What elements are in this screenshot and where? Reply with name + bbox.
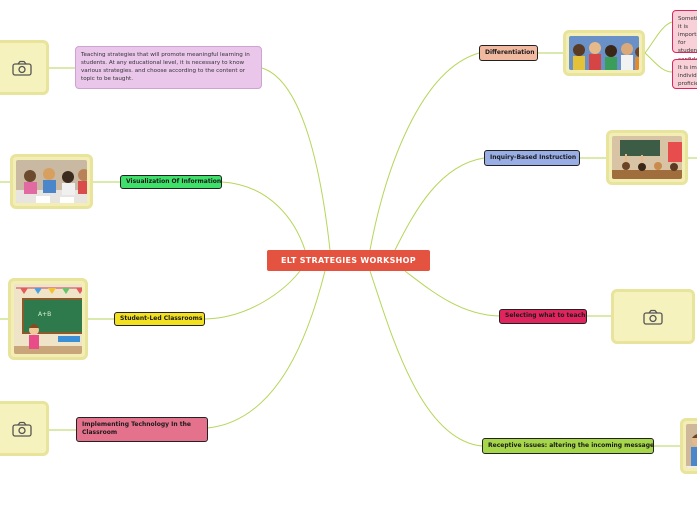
- students-studying-photo[interactable]: [10, 154, 93, 209]
- differentiation-note-1-text: Sometimes it is important for students c…: [678, 16, 697, 63]
- intro-note[interactable]: Teaching strategies that will promote me…: [75, 46, 262, 89]
- intro-note-text: Teaching strategies that will promote me…: [81, 52, 250, 83]
- child-picture: [686, 424, 697, 468]
- topic-differentiation[interactable]: Differentiation: [479, 45, 538, 61]
- raised-hands-photo[interactable]: [606, 130, 688, 185]
- topic-implementing-technology[interactable]: Implementing Technology In the Classroom: [76, 417, 208, 442]
- classroom-kids-picture: [569, 36, 639, 70]
- camera-icon: [643, 309, 663, 325]
- topic-receptive-issues[interactable]: Receptive issues: altering the incoming …: [482, 438, 654, 454]
- camera-icon: [11, 60, 32, 76]
- topic-selecting-what-to-teach[interactable]: Selecting what to teach: [499, 309, 587, 324]
- child-photo[interactable]: [680, 418, 697, 474]
- svg-text:A+B: A+B: [38, 311, 51, 318]
- students-studying-picture: [16, 160, 87, 203]
- image-placeholder[interactable]: [0, 401, 49, 456]
- raised-hands-picture: [612, 136, 682, 179]
- camera-icon: [11, 421, 32, 437]
- classroom-kids-photo[interactable]: [563, 30, 645, 76]
- topic-inquiry-based-instruction[interactable]: Inquiry-Based Instruction: [484, 150, 580, 166]
- image-placeholder[interactable]: [0, 40, 49, 95]
- differentiation-note-1[interactable]: Sometimes it is important for students c…: [672, 10, 697, 63]
- differentiation-note-2-text: It is imp individu proficie: [678, 65, 697, 88]
- teacher-chalkboard-picture: A+B: [14, 284, 82, 354]
- differentiation-note-2[interactable]: It is imp individu proficie: [672, 59, 697, 89]
- topic-visualization-of-information[interactable]: Visualization Of Information: [120, 175, 222, 189]
- topic-student-led-classrooms[interactable]: Student-Led Classrooms: [114, 312, 205, 326]
- image-placeholder[interactable]: [611, 289, 695, 344]
- central-topic[interactable]: ELT STRATEGIES WORKSHOP: [267, 250, 430, 271]
- teacher-chalkboard-illustration[interactable]: A+B: [8, 278, 88, 360]
